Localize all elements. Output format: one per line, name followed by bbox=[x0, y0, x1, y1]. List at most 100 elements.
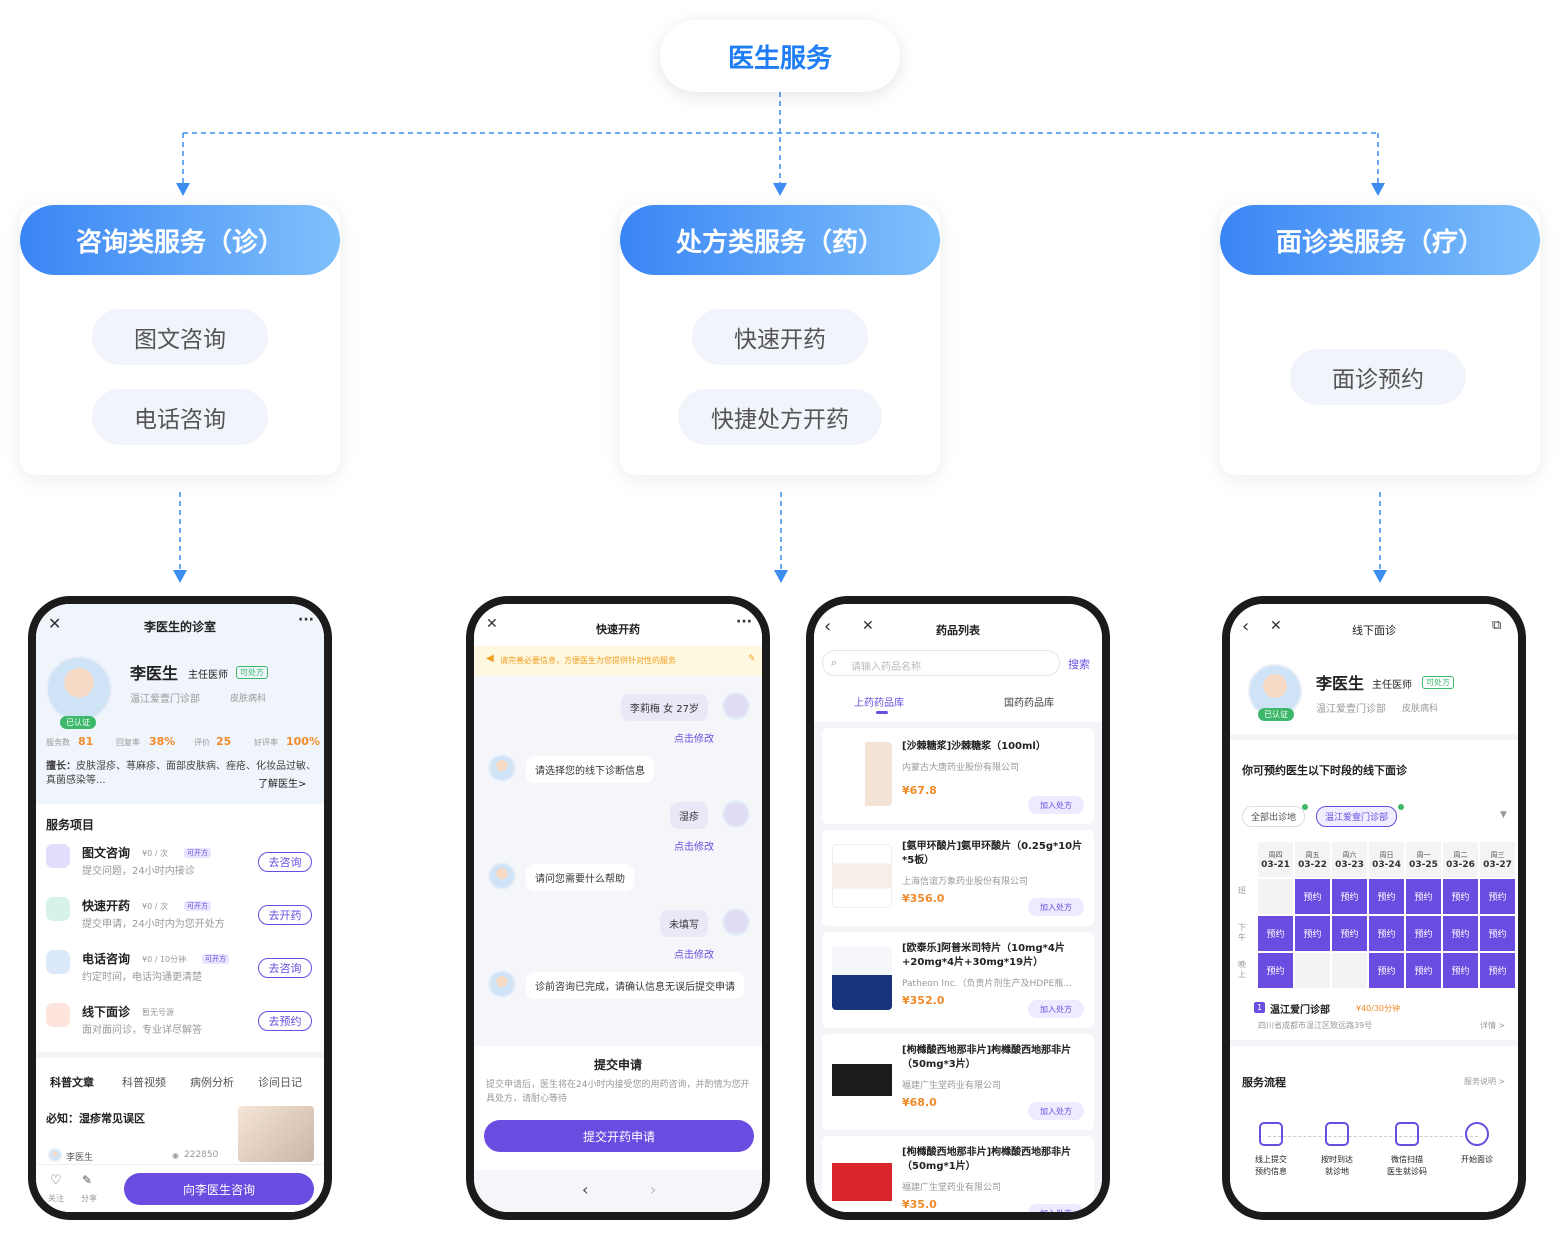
drug-item[interactable]: [欧泰乐]阿普米司特片（10mg*4片+20mg*4片+30mg*19片） Pa… bbox=[822, 932, 1094, 1028]
share-icon[interactable]: ✎ bbox=[82, 1173, 93, 1187]
tab-articles[interactable]: 科普文章 bbox=[50, 1076, 94, 1089]
edit-link[interactable]: 点击修改 bbox=[674, 734, 714, 745]
tab-national-drugs[interactable]: 国药药品库 bbox=[1004, 698, 1054, 709]
drug-item[interactable]: [枸橼酸西地那非片]枸橼酸西地那非片（50mg*3片） 福建广生堂药业有限公司 … bbox=[822, 1034, 1094, 1130]
close-icon[interactable]: ✕ bbox=[862, 618, 874, 634]
location-name: 温江爱门诊部 bbox=[1270, 1005, 1330, 1016]
doctor-name: 李医生 bbox=[1316, 674, 1365, 693]
drug-name: [沙棘糖浆]沙棘糖浆（100ml） bbox=[902, 741, 1046, 752]
filter-clinic[interactable]: 温江爱壹门诊部 bbox=[1316, 806, 1398, 827]
book-slot-button[interactable]: 预约 bbox=[1295, 879, 1330, 914]
drug-maker: 福建广生堂药业有限公司 bbox=[902, 1183, 1002, 1193]
author-avatar bbox=[48, 1148, 62, 1162]
close-icon[interactable]: ✕ bbox=[1270, 618, 1282, 634]
search-input[interactable]: ⌕ 请输入药品名称 bbox=[822, 650, 1060, 676]
flow-step: 线上提交 预约信息 bbox=[1236, 1122, 1306, 1178]
row-label: 班 bbox=[1238, 886, 1246, 895]
more-icon[interactable]: ··· bbox=[736, 614, 752, 630]
consult-category-title: 咨询类服务（诊） bbox=[20, 205, 340, 275]
doctor-header: 已认证 李医生 主任医师 可处方 温江爱壹门诊部 皮肤病科 服务数 81 回复率… bbox=[36, 644, 324, 804]
consult-button[interactable]: 去咨询 bbox=[258, 852, 312, 872]
book-slot-button[interactable]: 预约 bbox=[1480, 879, 1515, 914]
day-week: 周五 bbox=[1305, 850, 1320, 859]
department: 皮肤病科 bbox=[1402, 704, 1439, 714]
add-prescription-button[interactable]: 加入处方 bbox=[1028, 1204, 1084, 1212]
booking-button[interactable]: 去预约 bbox=[258, 1011, 312, 1031]
author-name: 李医生 bbox=[66, 1153, 94, 1163]
location-detail-link[interactable]: 详情 > bbox=[1480, 1021, 1506, 1030]
book-slot-button[interactable]: 预约 bbox=[1443, 953, 1478, 988]
book-slot-button[interactable]: 预约 bbox=[1258, 953, 1293, 988]
book-slot-button[interactable]: 预约 bbox=[1480, 953, 1515, 988]
add-prescription-button[interactable]: 加入处方 bbox=[1028, 796, 1084, 814]
external-link-icon[interactable]: ⧉ bbox=[1492, 618, 1502, 633]
stat-label: 服务数 bbox=[46, 738, 70, 747]
add-prescription-button[interactable]: 加入处方 bbox=[1028, 1102, 1084, 1120]
tab-shanghai-drugs[interactable]: 上药药品库 bbox=[854, 698, 904, 709]
doctor-rank: 主任医师 bbox=[1372, 680, 1412, 691]
drug-item[interactable]: [枸橼酸西地那非片]枸橼酸西地那非片（50mg*1片） 福建广生堂药业有限公司 … bbox=[822, 1136, 1094, 1212]
flow-step: 开始面诊 bbox=[1442, 1122, 1512, 1166]
tab-cases[interactable]: 病例分析 bbox=[190, 1076, 234, 1089]
medicine-icon bbox=[46, 897, 70, 921]
edit-link[interactable]: 点击修改 bbox=[674, 950, 714, 961]
drug-item[interactable]: [氨甲环酸片]氨甲环酸片（0.25g*10片*5板） 上海信谊万象药业股份有限公… bbox=[822, 830, 1094, 926]
user-bubble: 李莉梅 女 27岁 bbox=[620, 694, 708, 721]
book-slot-button[interactable]: 预约 bbox=[1369, 879, 1404, 914]
follow-label[interactable]: 关注 bbox=[48, 1194, 64, 1203]
image-text-consult-pill: 图文咨询 bbox=[92, 309, 268, 365]
book-slot-button[interactable]: 预约 bbox=[1258, 916, 1293, 951]
skill-label: 擅长： bbox=[46, 761, 76, 772]
edit-link[interactable]: 点击修改 bbox=[674, 842, 714, 853]
consult-doctor-button[interactable]: 向李医生咨询 bbox=[124, 1173, 314, 1205]
edit-icon[interactable]: ✎ bbox=[748, 654, 756, 664]
back-icon[interactable]: ‹ bbox=[824, 616, 832, 637]
chat-nav: ✕ 快速开药 ··· bbox=[474, 604, 762, 646]
book-slot-button[interactable]: 预约 bbox=[1480, 916, 1515, 951]
book-slot-button[interactable]: 预约 bbox=[1332, 916, 1367, 951]
doctor-icon bbox=[1465, 1122, 1489, 1146]
search-button[interactable]: 搜索 bbox=[1068, 658, 1090, 671]
doctor-bubble: 请问您需要什么帮助 bbox=[526, 864, 634, 891]
share-label[interactable]: 分享 bbox=[81, 1194, 97, 1203]
drug-item[interactable]: [沙棘糖浆]沙棘糖浆（100ml） 内蒙古大唐药业股份有限公司 ¥67.8 加入… bbox=[822, 728, 1094, 824]
page-title: 快速开药 bbox=[596, 623, 640, 636]
phone-consult-button[interactable]: 去咨询 bbox=[258, 958, 312, 978]
book-slot-button[interactable]: 预约 bbox=[1369, 953, 1404, 988]
day-week: 周二 bbox=[1453, 850, 1468, 859]
drug-price: ¥356.0 bbox=[902, 892, 945, 905]
book-slot-button[interactable]: 预约 bbox=[1406, 879, 1441, 914]
service-info-link[interactable]: 服务说明 > bbox=[1464, 1077, 1506, 1086]
about-doctor-link[interactable]: 了解医生> bbox=[258, 779, 307, 790]
submit-medicine-button[interactable]: 提交开药申请 bbox=[484, 1120, 754, 1152]
tab-diary[interactable]: 诊间日记 bbox=[258, 1076, 302, 1089]
add-prescription-button[interactable]: 加入处方 bbox=[1028, 1000, 1084, 1018]
book-slot-button[interactable]: 预约 bbox=[1443, 879, 1478, 914]
book-slot-button[interactable]: 预约 bbox=[1406, 916, 1441, 951]
add-prescription-button[interactable]: 加入处方 bbox=[1028, 898, 1084, 916]
stat-value: 81 bbox=[78, 735, 94, 748]
close-icon[interactable]: ✕ bbox=[48, 614, 62, 633]
book-slot-button[interactable]: 预约 bbox=[1295, 916, 1330, 951]
divider bbox=[1230, 1040, 1518, 1046]
drug-name: [欧泰乐]阿普米司特片（10mg*4片+20mg*4片+30mg*19片） bbox=[902, 943, 1065, 968]
chevron-down-icon[interactable]: ▼ bbox=[1500, 810, 1507, 820]
heart-icon[interactable]: ♡ bbox=[50, 1173, 62, 1188]
more-icon[interactable]: ··· bbox=[298, 612, 314, 628]
tab-videos[interactable]: 科普视频 bbox=[122, 1076, 166, 1089]
book-slot-button[interactable]: 预约 bbox=[1406, 953, 1441, 988]
book-slot-button[interactable]: 预约 bbox=[1369, 916, 1404, 951]
close-icon[interactable]: ✕ bbox=[486, 616, 498, 632]
day-week: 周三 bbox=[1490, 850, 1505, 859]
book-slot-button[interactable]: 预约 bbox=[1332, 879, 1367, 914]
book-slot-button[interactable]: 预约 bbox=[1443, 916, 1478, 951]
article-thumbnail[interactable] bbox=[238, 1106, 314, 1162]
forward-icon[interactable]: › bbox=[650, 1180, 657, 1199]
medicine-button[interactable]: 去开药 bbox=[258, 905, 312, 925]
article-title[interactable]: 必知：湿疹常见误区 bbox=[46, 1112, 145, 1125]
filter-all-locations[interactable]: 全部出诊地 bbox=[1242, 806, 1306, 827]
back-icon[interactable]: ‹ bbox=[582, 1180, 589, 1199]
back-icon[interactable]: ‹ bbox=[1242, 616, 1250, 637]
